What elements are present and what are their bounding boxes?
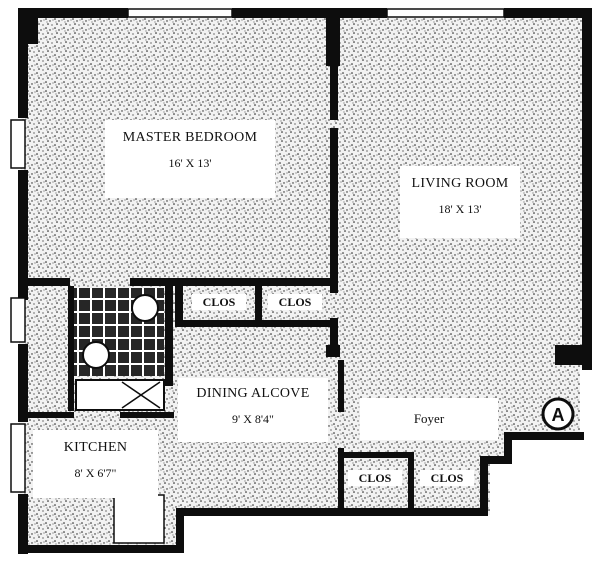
exterior-walls [18,8,592,554]
foyer-name: Foyer [413,411,445,426]
closet-label: CLOS [348,470,402,486]
dining-alcove-name: DINING ALCOVE [196,386,310,401]
kitchen-name: KITCHEN [63,440,128,455]
master-bedroom-label: MASTER BEDROOM 16' X 13' [105,120,275,198]
sink-fixture [131,294,159,322]
master-bedroom-name: MASTER BEDROOM [122,130,258,145]
toilet-fixture [82,341,110,369]
window [10,297,26,343]
tub-fixture [75,379,165,411]
living-room-name: LIVING ROOM [411,176,509,191]
interior-walls [22,12,585,510]
closet-label: CLOS [192,294,246,310]
window [10,423,26,493]
closet-label: CLOS [420,470,474,486]
window [127,8,233,18]
unit-marker-ring [541,397,575,431]
dining-alcove-dims: 9' X 8'4" [232,412,274,426]
kitchen-label: KITCHEN 8' X 6'7" [33,430,158,498]
window [10,119,26,169]
living-room-label: LIVING ROOM 18' X 13' [400,166,520,238]
kitchen-dims: 8' X 6'7" [74,466,117,480]
living-room-dims: 18' X 13' [438,202,482,216]
windows [10,8,505,493]
closet-label: CLOS [268,294,322,310]
dining-alcove-label: DINING ALCOVE 9' X 8'4" [178,378,328,442]
unit-marker-letter: A [552,405,565,425]
window [386,8,505,18]
kitchen-counter [113,494,165,544]
master-bedroom-dims: 16' X 13' [168,156,212,170]
foyer-label: Foyer [360,398,498,440]
